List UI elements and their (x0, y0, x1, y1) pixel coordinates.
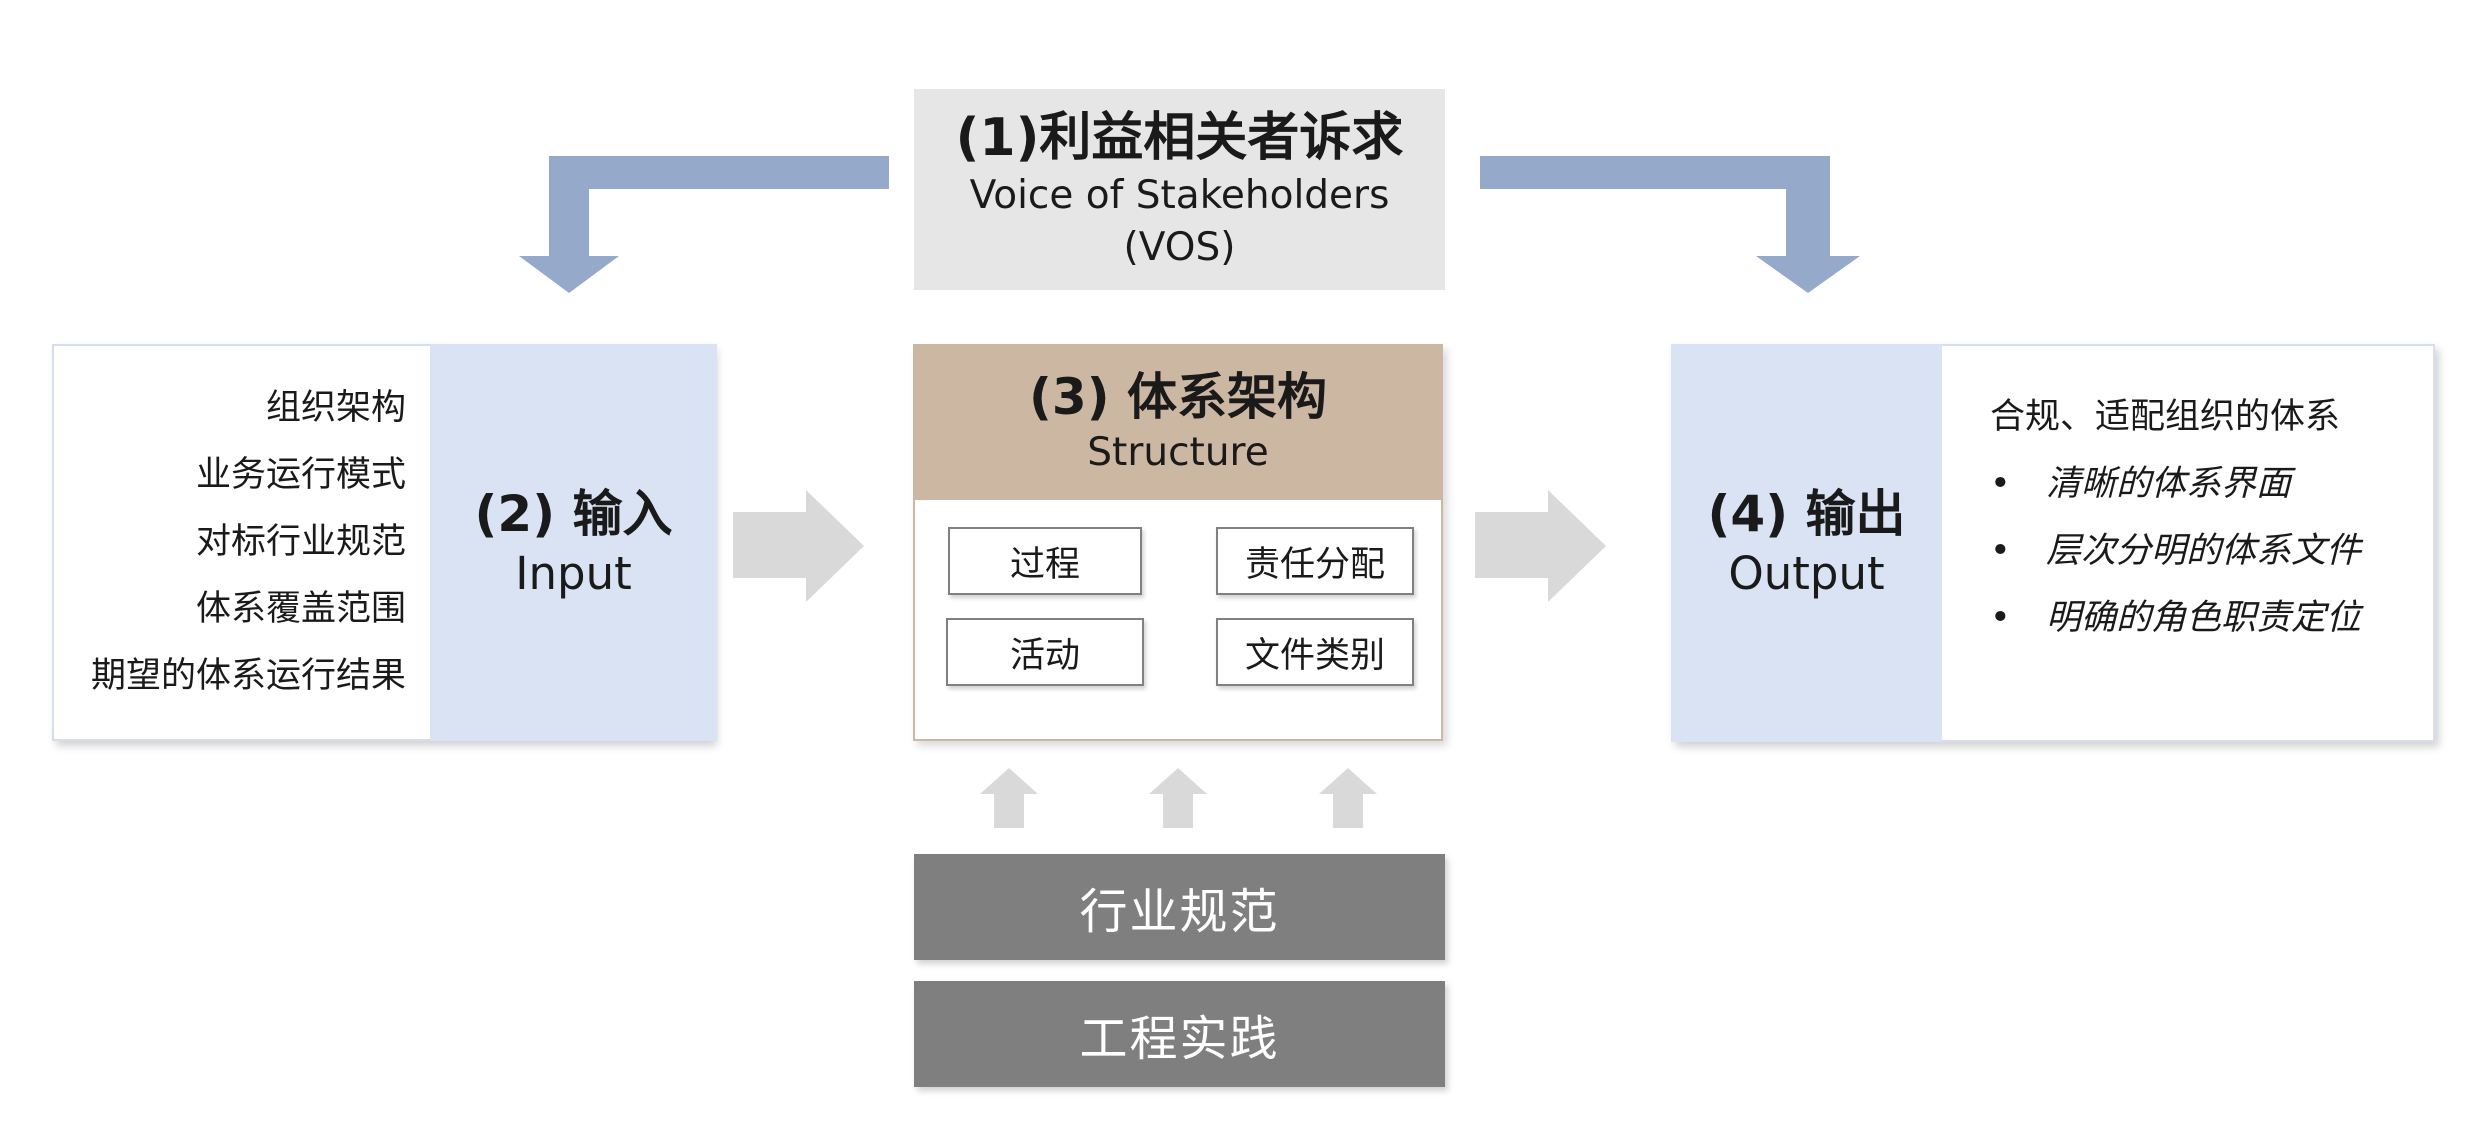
output-bullet: • 层次分明的体系文件 (1990, 518, 2361, 585)
structure-to-output-arrow (1475, 490, 1606, 602)
input-panel: 组织架构 业务运行模式 对标行业规范 体系覆盖范围 期望的体系运行结果 (2) … (52, 344, 717, 741)
engineering-practice-bar: 工程实践 (914, 981, 1445, 1087)
output-panel: (4) 输出 Output 合规、适配组织的体系 • 清晰的体系界面 • 层次分… (1671, 344, 2435, 742)
vos-box: (1)利益相关者诉求 Voice of Stakeholders (VOS) (914, 89, 1445, 290)
input-title-en: Input (515, 546, 632, 600)
input-list: 组织架构 业务运行模式 对标行业规范 体系覆盖范围 期望的体系运行结果 (54, 346, 406, 739)
output-bullet: • 明确的角色职责定位 (1990, 585, 2361, 652)
industry-standard-bar: 行业规范 (914, 854, 1445, 960)
structure-cell-activity: 活动 (946, 618, 1144, 686)
vos-to-output-arrow (1480, 156, 1860, 293)
up-arrow-left (980, 768, 1038, 828)
output-title-en: Output (1728, 547, 1885, 600)
structure-cell-document-type: 文件类别 (1216, 618, 1414, 686)
output-bullet-text: 清晰的体系界面 (2046, 464, 2292, 504)
vos-title-en-line2: (VOS) (1123, 224, 1236, 270)
input-item: 组织架构 (265, 388, 406, 428)
output-title-cn: (4) 输出 (1707, 485, 1906, 543)
output-lead: 合规、适配组织的体系 (1990, 397, 2341, 437)
structure-box: (3) 体系架构 Structure 过程 责任分配 活动 文件类别 (913, 344, 1443, 741)
structure-cell-responsibility: 责任分配 (1216, 527, 1414, 595)
structure-cell-process: 过程 (948, 527, 1142, 595)
output-bullet-text: 层次分明的体系文件 (2046, 531, 2362, 571)
output-bullet: • 清晰的体系界面 (1990, 451, 2361, 518)
vos-title-cn: (1)利益相关者诉求 (955, 107, 1404, 168)
bullet-symbol: • (1990, 464, 2011, 504)
input-item: 对标行业规范 (195, 522, 406, 562)
input-item: 业务运行模式 (195, 455, 406, 495)
structure-title-cn: (3) 体系架构 (1029, 368, 1327, 426)
vos-to-input-arrow (519, 156, 889, 293)
input-to-structure-arrow (733, 490, 864, 602)
bullet-symbol: • (1990, 531, 2011, 571)
input-item: 期望的体系运行结果 (90, 656, 406, 696)
bullet-symbol: • (1990, 598, 2011, 638)
input-title-cn: (2) 输入 (474, 484, 673, 543)
vos-title-en-line1: Voice of Stakeholders (969, 172, 1390, 218)
input-item: 体系覆盖范围 (195, 589, 406, 629)
structure-title-en: Structure (1087, 430, 1269, 475)
up-arrow-right (1319, 768, 1377, 828)
output-list: 合规、适配组织的体系 • 清晰的体系界面 • 层次分明的体系文件 • 明确的角色… (1990, 384, 2361, 652)
output-header: (4) 输出 Output (1671, 344, 1942, 742)
input-header: (2) 输入 Input (430, 344, 717, 741)
up-arrow-center (1149, 768, 1207, 828)
structure-header: (3) 体系架构 Structure (913, 344, 1443, 500)
output-bullet-text: 明确的角色职责定位 (2046, 598, 2362, 638)
